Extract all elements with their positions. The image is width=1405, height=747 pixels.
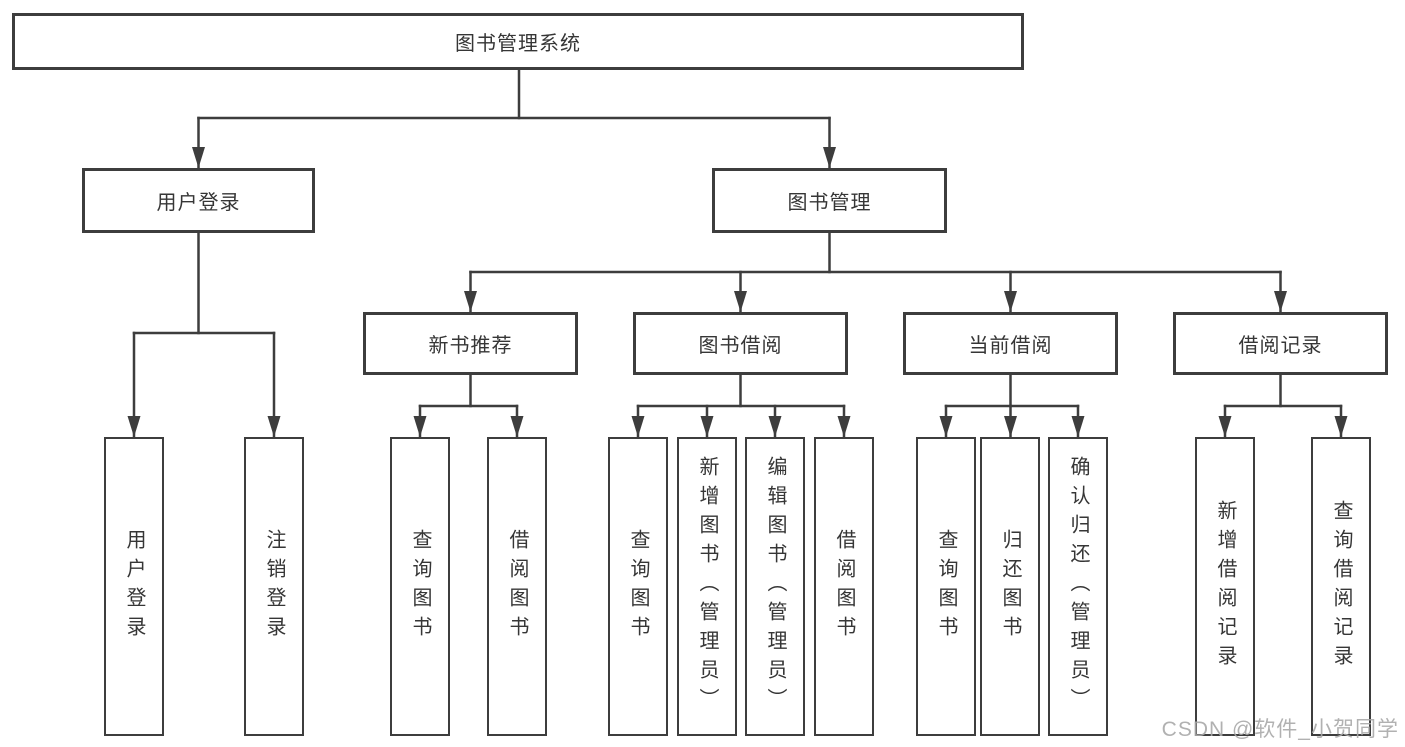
node-logout-leaf: 注销登录 — [244, 437, 304, 736]
node-label: 确认归还（管理员） — [1067, 456, 1089, 717]
node-label: 图书借阅 — [698, 335, 783, 357]
node-label: 新书推荐 — [428, 335, 513, 357]
node-label: 编辑图书（管理员） — [764, 456, 786, 717]
node-edit-book-admin: 编辑图书（管理员） — [745, 437, 805, 736]
node-book-management: 图书管理 — [712, 168, 947, 233]
node-label: 注销登录 — [263, 528, 285, 645]
node-label: 借阅记录 — [1238, 335, 1323, 357]
node-new-book-recommend: 新书推荐 — [363, 312, 578, 375]
node-label: 用户登录 — [123, 528, 145, 645]
node-library-system: 图书管理系统 — [12, 13, 1024, 70]
node-current-borrowing: 当前借阅 — [903, 312, 1118, 375]
node-borrow-books-1: 借阅图书 — [487, 437, 547, 736]
node-label: 新增借阅记录 — [1214, 499, 1236, 674]
node-label: 查询图书 — [627, 528, 649, 645]
node-user-login: 用户登录 — [82, 168, 315, 233]
node-label: 归还图书 — [999, 528, 1021, 645]
node-return-book: 归还图书 — [980, 437, 1040, 736]
node-label: 图书管理系统 — [455, 33, 581, 55]
node-query-borrow-record: 查询借阅记录 — [1311, 437, 1371, 736]
node-label: 查询图书 — [409, 528, 431, 645]
node-query-books-1: 查询图书 — [390, 437, 450, 736]
node-label: 借阅图书 — [833, 528, 855, 645]
node-add-borrow-record: 新增借阅记录 — [1195, 437, 1255, 736]
node-label: 借阅图书 — [506, 528, 528, 645]
node-label: 用户登录 — [156, 192, 241, 214]
node-user-login-leaf: 用户登录 — [104, 437, 164, 736]
node-confirm-return-admin: 确认归还（管理员） — [1048, 437, 1108, 736]
node-borrow-records: 借阅记录 — [1173, 312, 1388, 375]
node-label: 图书管理 — [787, 192, 872, 214]
node-query-books-2: 查询图书 — [608, 437, 668, 736]
node-label: 查询图书 — [935, 528, 957, 645]
node-label: 新增图书（管理员） — [696, 456, 718, 717]
node-book-borrowing: 图书借阅 — [633, 312, 848, 375]
node-add-book-admin: 新增图书（管理员） — [677, 437, 737, 736]
node-label: 当前借阅 — [968, 335, 1053, 357]
node-query-books-3: 查询图书 — [916, 437, 976, 736]
node-borrow-books-2: 借阅图书 — [814, 437, 874, 736]
node-label: 查询借阅记录 — [1330, 499, 1352, 674]
